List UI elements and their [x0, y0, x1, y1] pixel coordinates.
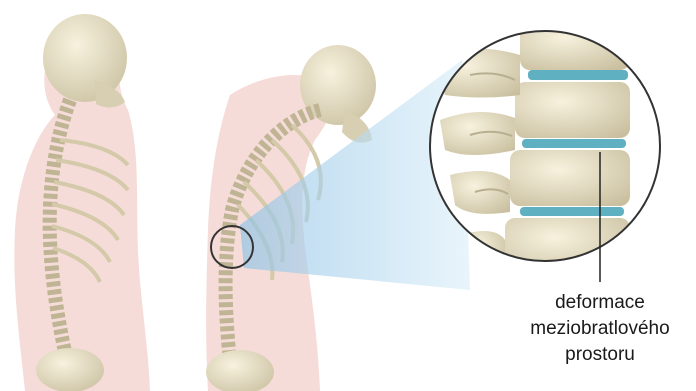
upright-figure: [14, 14, 150, 391]
label-line-2: meziobratlového: [510, 316, 690, 342]
upright-skull: [43, 14, 127, 102]
disc-3: [520, 207, 624, 216]
upright-pelvis: [36, 348, 104, 391]
disc-deformation-label: deformace meziobratlového prostoru: [510, 290, 690, 368]
disc-2: [522, 139, 626, 148]
disc-1: [528, 70, 628, 80]
label-line-1: deformace: [510, 290, 690, 316]
label-line-3: prostoru: [510, 342, 690, 368]
